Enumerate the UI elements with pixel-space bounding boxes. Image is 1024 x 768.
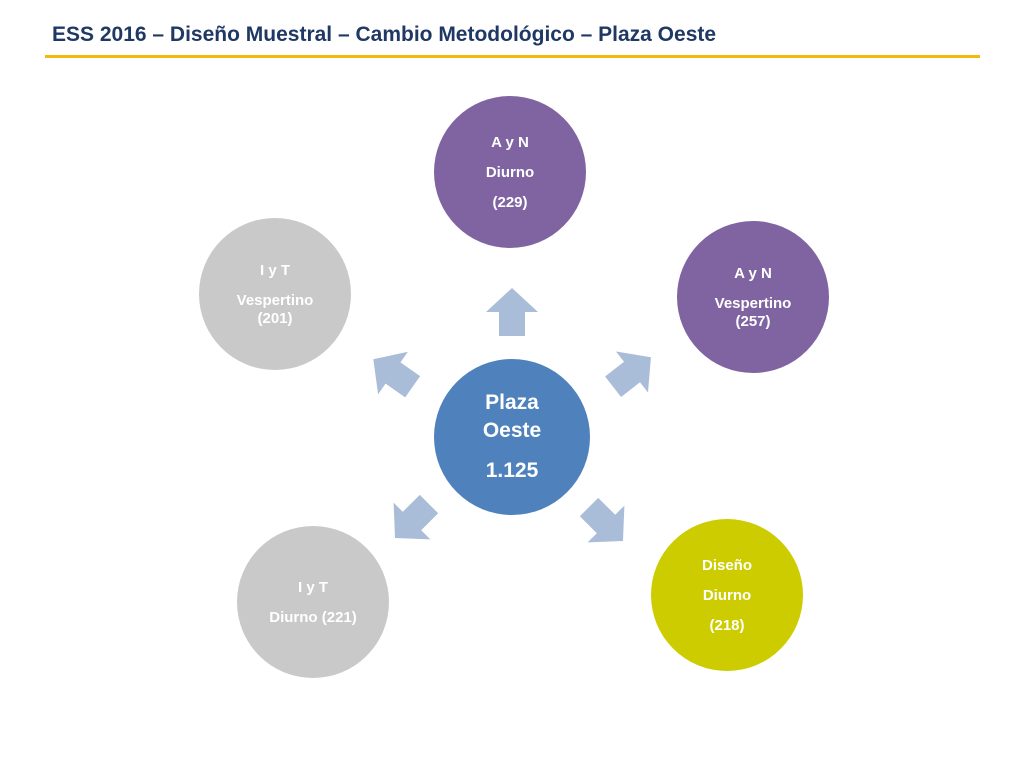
node-iyt-vespertino-line2: Vespertino xyxy=(236,291,314,309)
node-ayn-diurno: A y N Diurno (229) xyxy=(434,96,586,248)
node-ayn-diurno-line1: A y N xyxy=(491,133,529,151)
node-ayn-vespertino-line3: (257) xyxy=(735,312,771,330)
arrow-to-iyt-vespertino xyxy=(373,351,421,398)
node-iyt-diurno-line1: I y T xyxy=(297,578,328,596)
center-node-line2: Oeste xyxy=(482,419,542,442)
node-diseno-diurno-line2: Diurno xyxy=(702,586,752,604)
center-node-plaza-oeste: Plaza Oeste 1.125 xyxy=(434,359,590,515)
arrow-to-diseno-diurno xyxy=(579,497,625,543)
node-iyt-diurno: I y T Diurno (221) xyxy=(237,526,389,678)
node-ayn-diurno-line3: (229) xyxy=(492,193,528,211)
slide-title: ESS 2016 – Diseño Muestral – Cambio Meto… xyxy=(52,23,717,46)
node-iyt-vespertino: I y T Vespertino (201) xyxy=(199,218,351,370)
node-ayn-vespertino: A y N Vespertino (257) xyxy=(677,221,829,373)
center-node-line1: Plaza xyxy=(485,391,539,414)
arrow-to-ayn-vespertino xyxy=(605,351,651,398)
arrow-to-ayn-diurno xyxy=(486,288,538,336)
node-iyt-diurno-line2: Diurno (221) xyxy=(269,608,357,626)
center-node-total: 1.125 xyxy=(485,459,539,482)
node-diseno-diurno: Diseño Diurno (218) xyxy=(651,519,803,671)
arrow-to-iyt-diurno xyxy=(393,494,439,540)
node-ayn-vespertino-line2: Vespertino xyxy=(714,294,792,312)
title-rule xyxy=(45,55,980,58)
node-ayn-diurno-line2: Diurno xyxy=(485,163,535,181)
node-iyt-vespertino-line1: I y T xyxy=(259,261,290,279)
node-diseno-diurno-line3: (218) xyxy=(709,616,745,634)
node-diseno-diurno-line1: Diseño xyxy=(701,556,752,574)
node-iyt-vespertino-line3: (201) xyxy=(257,309,293,327)
node-ayn-vespertino-line1: A y N xyxy=(734,264,772,282)
